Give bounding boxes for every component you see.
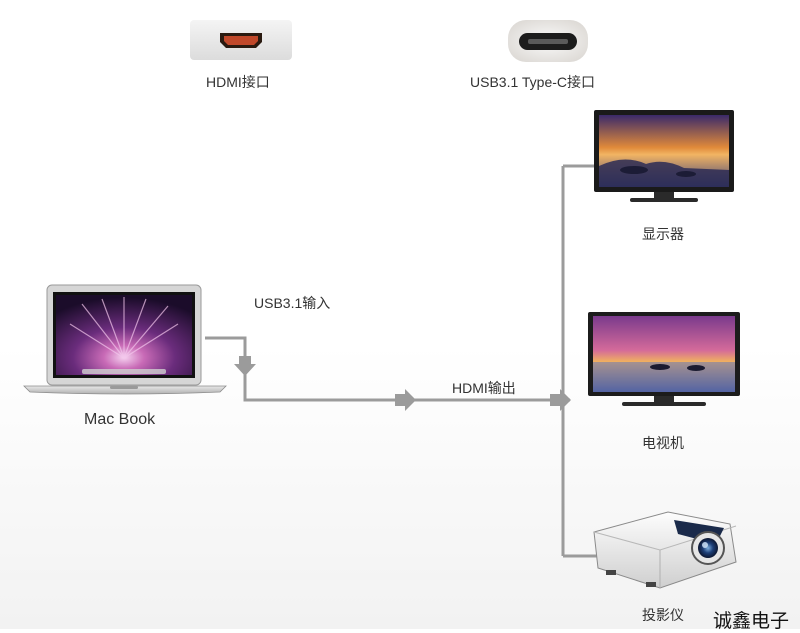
watermark-text: 诚鑫电子 <box>713 610 790 632</box>
arrow-down-icon <box>234 356 256 376</box>
arrow-right-icon <box>395 389 416 411</box>
monitor-label: 显示器 <box>642 226 684 242</box>
monitor-image <box>594 108 734 204</box>
usbc-port-label: USB3.1 Type-C接口 <box>470 74 596 90</box>
usbc-port-icon <box>508 20 588 62</box>
tv-label: 电视机 <box>642 435 684 451</box>
laptop-image <box>22 284 228 396</box>
projector-image <box>590 504 740 604</box>
usb-input-label: USB3.1输入 <box>254 295 331 311</box>
projector-label: 投影仪 <box>642 607 684 623</box>
tv-image <box>588 310 740 410</box>
hdmi-port-label: HDMI接口 <box>206 74 270 90</box>
arrow-right-icon <box>550 389 571 411</box>
laptop-label: Mac Book <box>84 411 156 428</box>
hdmi-output-label: HDMI输出 <box>452 380 516 396</box>
hdmi-port-icon <box>190 20 292 60</box>
